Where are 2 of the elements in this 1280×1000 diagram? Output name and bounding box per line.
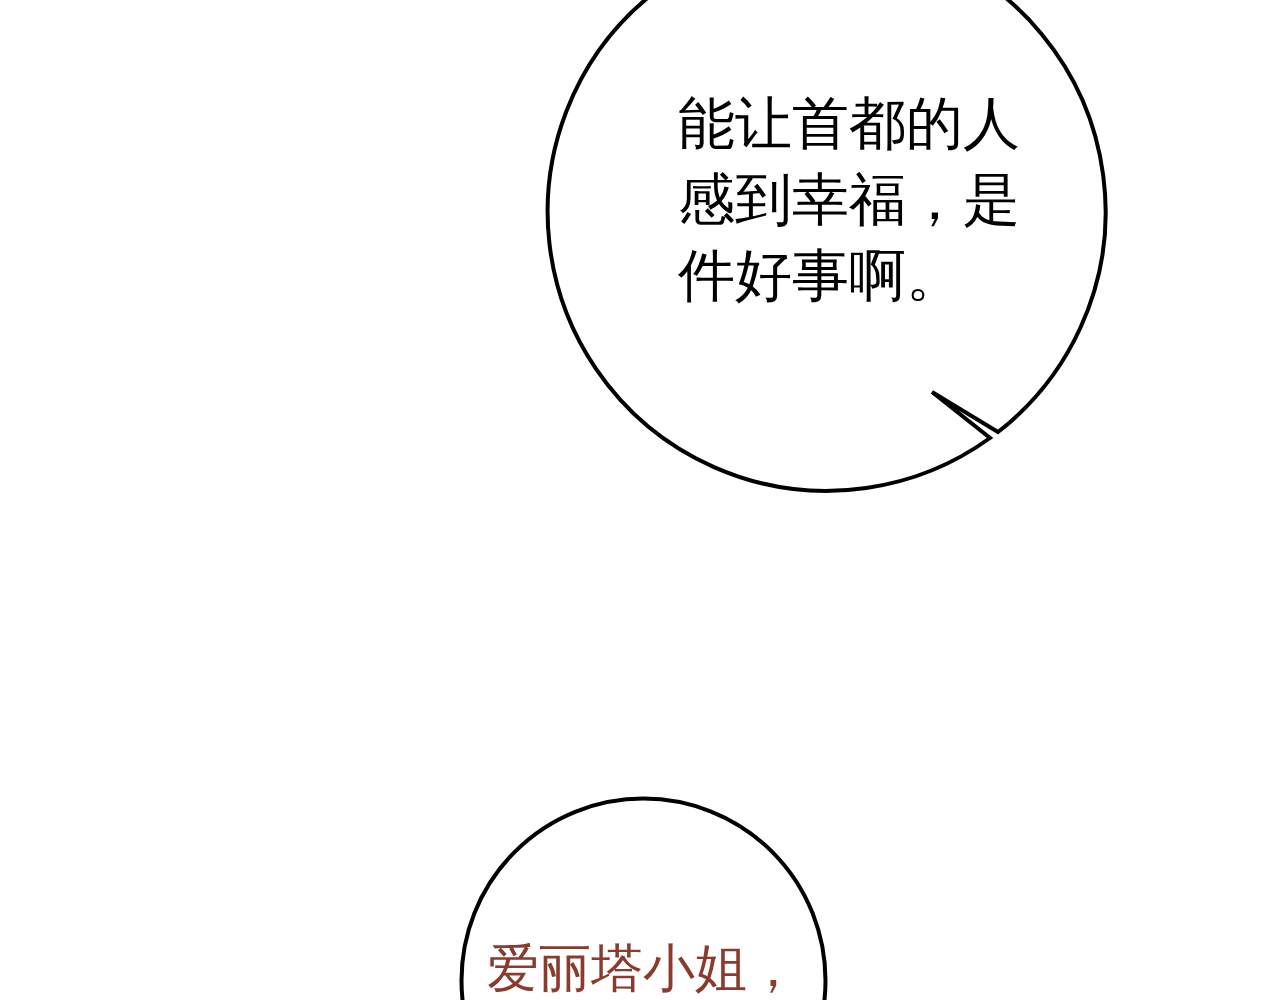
speech-text: 爱丽塔小姐， — [486, 940, 800, 996]
speech-text: 能让首都的人感到幸福，是件好事啊。 — [678, 89, 1021, 310]
